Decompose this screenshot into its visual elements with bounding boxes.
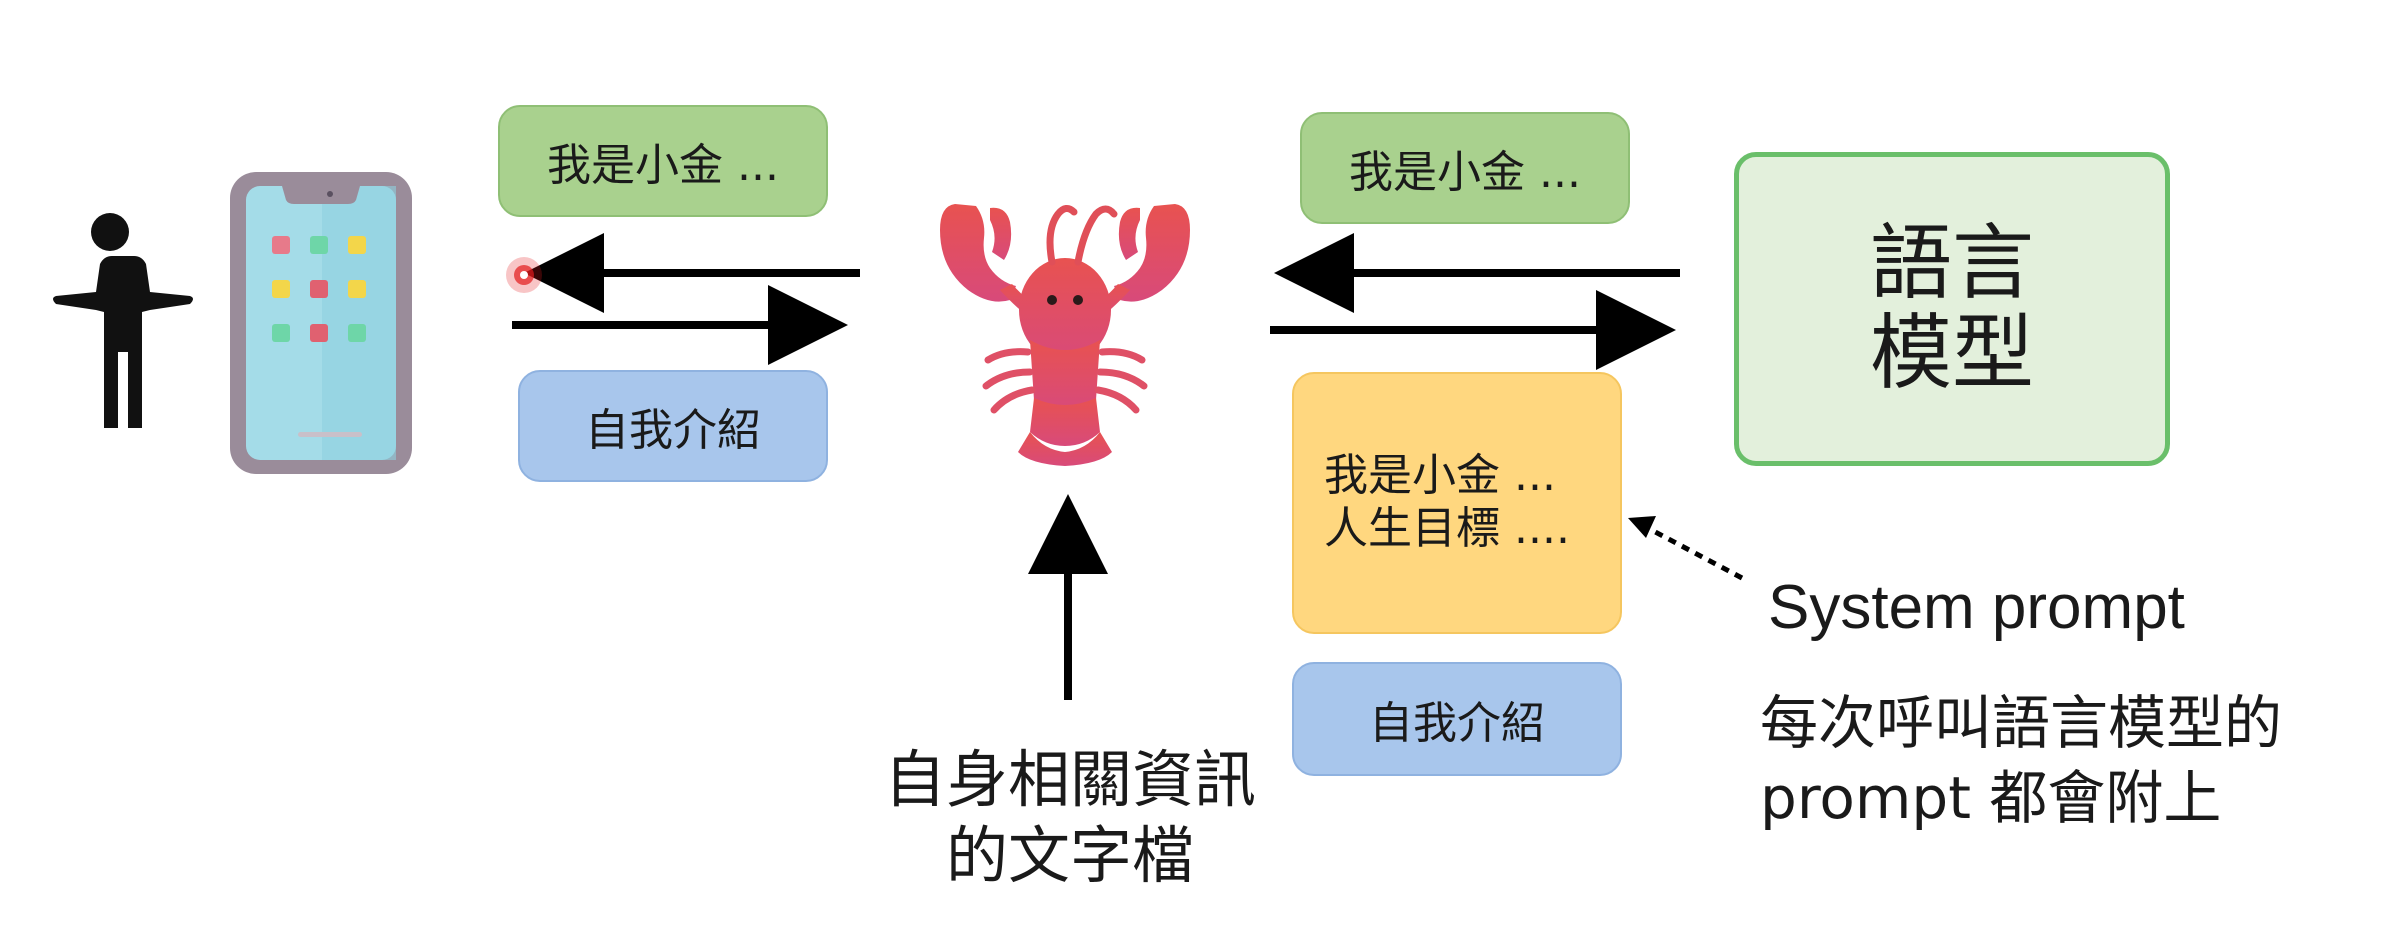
file-note-line1: 自身相關資訊 <box>883 743 1256 816</box>
system-prompt-note: 每次呼叫語言模型的 prompt 都會附上 <box>1760 686 2282 837</box>
system-prompt-box: 我是小金 ... 人生目標 .... <box>1292 372 1622 634</box>
system-prompt-line2: 人生目標 .... <box>1324 503 1570 554</box>
system-prompt-note-line1: 每次呼叫語言模型的 <box>1760 689 2283 757</box>
file-note-line2: 的文字檔 <box>945 818 1194 892</box>
user-request-box: 自我介紹 <box>518 370 828 482</box>
language-model-line2: 模型 <box>1869 306 2034 401</box>
system-prompt-title: System prompt <box>1768 573 2185 642</box>
user-request-text: 自我介紹 <box>585 405 761 456</box>
system-prompt-line1: 我是小金 ... <box>1324 450 1556 502</box>
file-note: 自身相關資訊 的文字檔 <box>880 742 1260 893</box>
model-request-box: 自我介紹 <box>1292 662 1622 776</box>
model-reply-text: 我是小金 ... <box>1349 147 1581 198</box>
system-prompt-note-line2: prompt 都會附上 <box>1760 764 2222 833</box>
language-model-box: 語言 模型 <box>1734 152 2170 466</box>
language-model-line1: 語言 <box>1869 215 2034 311</box>
model-request-text: 自我介紹 <box>1369 698 1545 749</box>
user-reply-box: 我是小金 ... <box>498 105 828 217</box>
user-reply-text: 我是小金 ... <box>547 140 779 191</box>
dotted-arrow-system-prompt <box>1628 516 1744 581</box>
model-reply-box: 我是小金 ... <box>1300 112 1630 224</box>
